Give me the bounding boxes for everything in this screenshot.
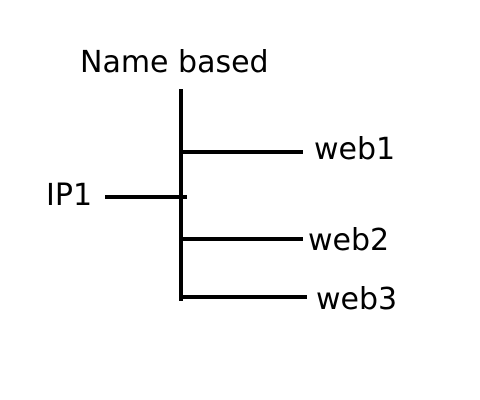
target-node-web3-label: web3 [316, 282, 398, 317]
diagram-title: Name based [80, 45, 269, 80]
target-node-web2-label: web2 [308, 223, 390, 258]
target-node-web1-label: web1 [314, 132, 396, 167]
source-node-label: IP1 [46, 178, 93, 213]
